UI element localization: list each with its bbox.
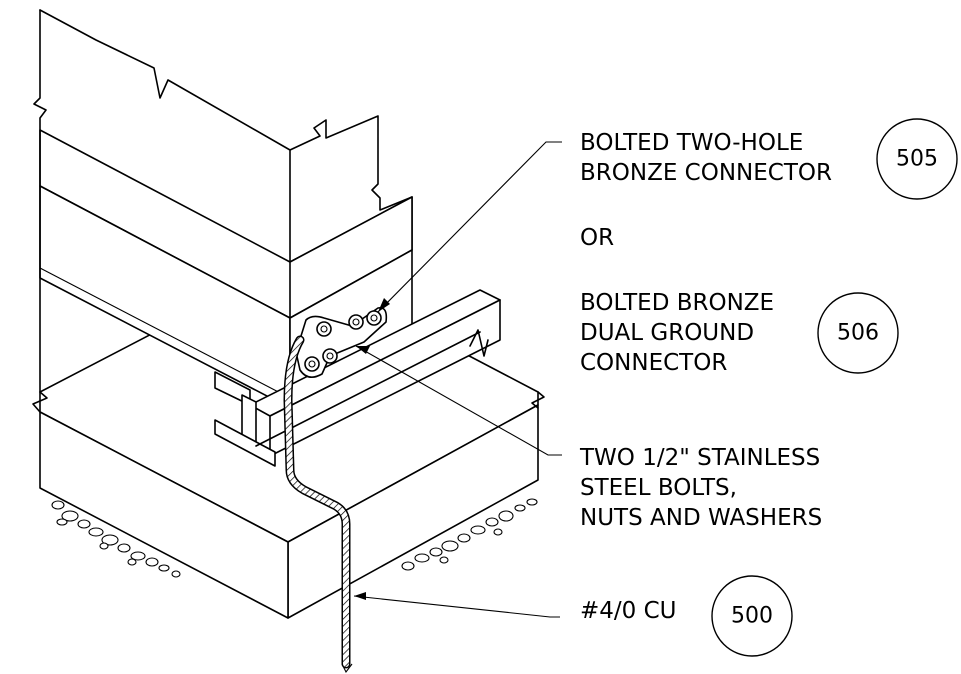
connector-1-label-line-1: BOLTED TWO-HOLE bbox=[580, 130, 803, 156]
detail-bubble-500 bbox=[711, 575, 793, 657]
detail-bubble-506 bbox=[817, 292, 899, 374]
connector-2-label-line-3: CONNECTOR bbox=[580, 350, 727, 376]
detail-ref-506: 506 bbox=[837, 321, 879, 346]
bolts-label-line-2: STEEL BOLTS, bbox=[580, 475, 737, 501]
detail-ref-505: 505 bbox=[896, 147, 938, 172]
connector-2-label-line-2: DUAL GROUND bbox=[580, 320, 754, 346]
bolts-label-line-1: TWO 1/2" STAINLESS bbox=[579, 445, 820, 471]
bronze-connector bbox=[295, 306, 388, 378]
leader-conductor bbox=[353, 592, 560, 618]
or-label: OR bbox=[580, 225, 614, 251]
gravel-left bbox=[51, 500, 181, 578]
leader-bolts bbox=[355, 345, 562, 456]
leader-connector bbox=[377, 141, 562, 313]
concrete-pier bbox=[33, 9, 413, 409]
gravel-right bbox=[401, 498, 538, 571]
steel-i-beam bbox=[214, 289, 501, 467]
conductor-label: #4/0 CU bbox=[580, 598, 677, 624]
connector-2-label-line-1: BOLTED BRONZE bbox=[580, 290, 774, 316]
connector-1-label-line-2: BRONZE CONNECTOR bbox=[580, 160, 832, 186]
detail-bubble-505 bbox=[876, 118, 958, 200]
ground-conductor bbox=[283, 335, 353, 674]
bolts-label-line-3: NUTS AND WASHERS bbox=[580, 505, 822, 531]
detail-ref-500: 500 bbox=[731, 604, 773, 629]
